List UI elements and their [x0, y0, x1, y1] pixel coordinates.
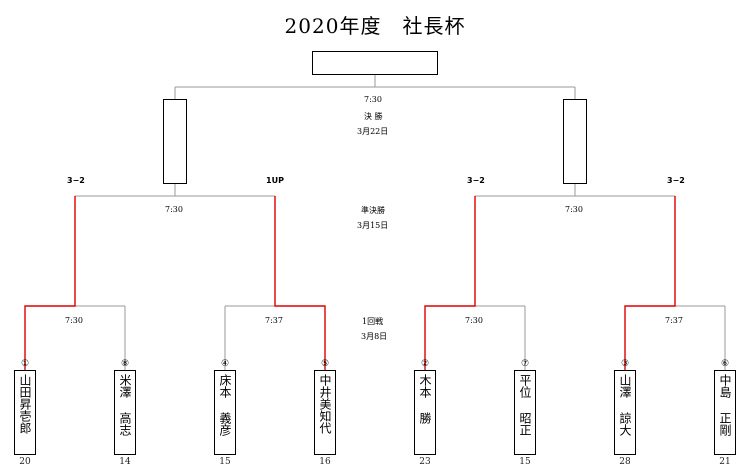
win-path-7 — [624, 196, 676, 370]
player-box-6: 平位 昭正 — [514, 370, 536, 455]
player-name-5: 木本 勝 — [418, 374, 432, 424]
player-box-2: 米澤 高志 — [114, 370, 136, 455]
player-number-2: 14 — [119, 457, 131, 467]
player-number-5: 23 — [419, 457, 431, 467]
player-name-7: 山澤 諒大 — [618, 374, 632, 436]
score-right-semi-1: 3−2 — [467, 176, 485, 185]
player-number-3: 15 — [219, 457, 231, 467]
player-box-7: 山澤 諒大 — [614, 370, 636, 455]
r1-time-2: 7:37 — [265, 316, 283, 325]
score-left-semi-2: 1UP — [266, 176, 284, 185]
player-box-4: 中井美知代 — [314, 370, 336, 455]
semi-time-left: 7:30 — [165, 205, 183, 214]
player-number-6: 15 — [519, 457, 531, 467]
seed-4: ⑤ — [320, 359, 330, 369]
seed-1: ① — [20, 359, 30, 369]
final-date: 3月22日 — [357, 127, 389, 136]
player-name-1: 山田昇壱郎 — [18, 374, 32, 434]
r1-date: 3月8日 — [361, 332, 388, 341]
player-box-1: 山田昇壱郎 — [14, 370, 36, 455]
right-finalist-box — [563, 99, 587, 184]
r1-time-4: 7:37 — [665, 316, 683, 325]
player-number-4: 16 — [319, 457, 331, 467]
left-finalist-box — [163, 99, 187, 184]
player-name-6: 平位 昭正 — [518, 374, 532, 436]
final-time: 7:30 — [364, 95, 382, 104]
player-number-8: 21 — [719, 457, 731, 467]
player-box-8: 中島 正剛 — [714, 370, 736, 455]
semi-date: 3月15日 — [357, 221, 389, 230]
page-title: 2020年度 社長杯 — [284, 14, 466, 38]
r1-time-1: 7:30 — [65, 316, 83, 325]
player-name-8: 中島 正剛 — [718, 374, 732, 436]
win-path-4 — [274, 196, 326, 370]
seed-6: ⑦ — [520, 359, 530, 369]
player-number-1: 20 — [19, 457, 31, 467]
r1-time-3: 7:30 — [465, 316, 483, 325]
player-name-3: 床本 義彦 — [218, 374, 232, 436]
score-right-semi-2: 3−2 — [667, 176, 685, 185]
player-box-3: 床本 義彦 — [214, 370, 236, 455]
player-box-5: 木本 勝 — [414, 370, 436, 455]
win-path-5 — [424, 196, 476, 370]
seed-5: ② — [420, 359, 430, 369]
r1-label: 1回戦 — [362, 317, 384, 326]
player-number-7: 28 — [619, 457, 631, 467]
win-path-1 — [24, 196, 76, 370]
semi-label: 準決勝 — [361, 206, 385, 215]
semi-time-right: 7:30 — [565, 205, 583, 214]
score-left-semi-1: 3−2 — [67, 176, 85, 185]
player-name-4: 中井美知代 — [318, 374, 332, 434]
final-label: 決 勝 — [364, 112, 383, 121]
seed-2: ⑧ — [120, 359, 130, 369]
seed-3: ④ — [220, 359, 230, 369]
player-name-2: 米澤 高志 — [118, 374, 132, 436]
seed-7: ③ — [620, 359, 630, 369]
champion-box — [312, 51, 438, 75]
seed-8: ⑥ — [720, 359, 730, 369]
